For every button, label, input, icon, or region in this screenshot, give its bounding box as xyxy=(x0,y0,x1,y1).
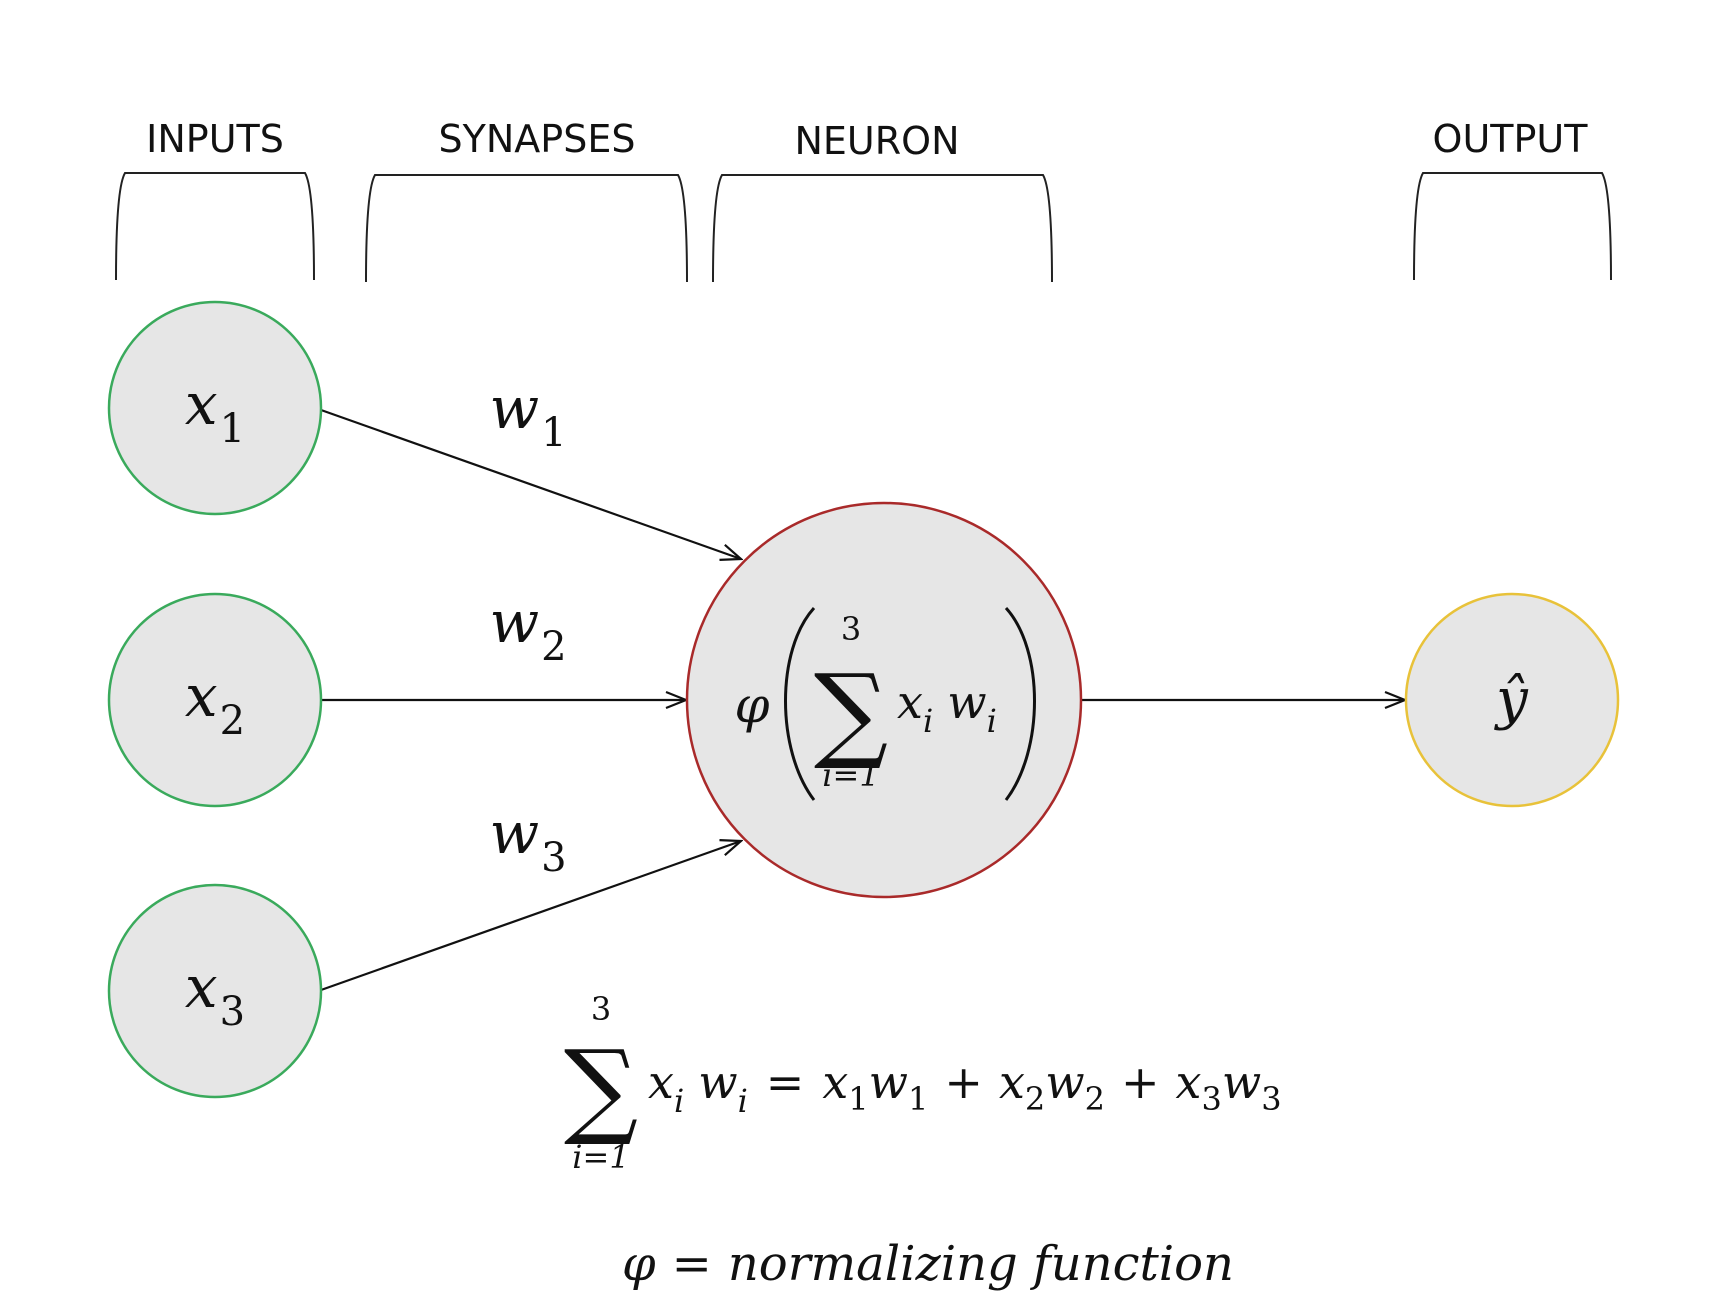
neuron-phi: φ xyxy=(734,676,769,734)
neuron-node-circle xyxy=(685,501,1083,899)
input-node-circle xyxy=(107,592,323,808)
input-node-label: x3 xyxy=(185,953,245,1035)
equation-upper: 3 xyxy=(591,990,611,1028)
bracket-synapses xyxy=(365,174,688,283)
output-label: ŷ xyxy=(1493,667,1529,732)
input-node-circle xyxy=(107,300,323,516)
input-node-3: x3 xyxy=(107,883,323,1099)
output-node: ŷ xyxy=(1404,592,1620,808)
header-synapses: SYNAPSES xyxy=(439,117,636,161)
bracket-neuron xyxy=(712,174,1053,283)
bracket-inputs xyxy=(115,172,315,281)
weight-label-3: w3 xyxy=(489,799,566,881)
neuron-right-paren xyxy=(1004,606,1036,801)
bracket-output xyxy=(1413,172,1612,281)
input-node-circle xyxy=(107,883,323,1099)
neuron-left-paren xyxy=(784,606,816,801)
header-output: OUTPUT xyxy=(1433,117,1589,161)
synapse-edge-1 xyxy=(320,408,741,559)
equation-lower: i=1 xyxy=(572,1138,629,1176)
header-inputs: INPUTS xyxy=(146,117,284,161)
phi-definition: φ=normalizing function xyxy=(622,1236,1234,1292)
input-node-label: x2 xyxy=(185,662,245,744)
weight-label-2: w2 xyxy=(489,588,566,670)
header-neuron: NEURON xyxy=(795,119,960,163)
input-node-2: x2 xyxy=(107,592,323,808)
input-node-label: x1 xyxy=(185,370,245,452)
neuron-sigma: ∑ xyxy=(814,651,888,773)
neuron-sum-lower: i=1 xyxy=(822,756,879,794)
equation-sigma: ∑ xyxy=(564,1027,638,1149)
weight-label-1: w1 xyxy=(489,374,566,456)
neuron-sum-upper: 3 xyxy=(841,610,861,648)
output-node-circle xyxy=(1404,592,1620,808)
synapse-edge-3 xyxy=(320,841,741,992)
input-node-1: x1 xyxy=(107,300,323,516)
